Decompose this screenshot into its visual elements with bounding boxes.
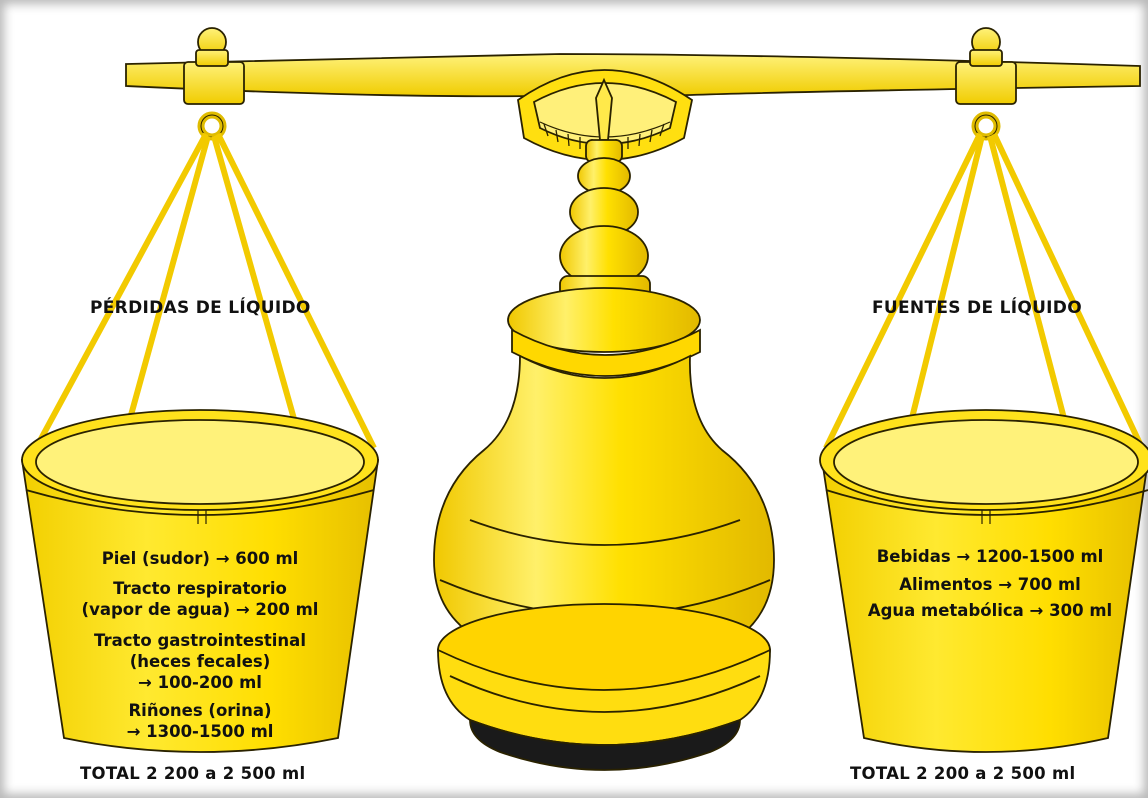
left-bucket	[20, 409, 380, 753]
losses-item-skin-line-1: Piel (sudor) → 600 ml	[101, 549, 299, 568]
sources-total: TOTAL 2 200 a 2 500 ml	[850, 764, 1076, 783]
right-hanger	[823, 111, 1145, 450]
sources-item-food-line-1: Alimentos → 700 ml	[899, 575, 1081, 594]
right-bucket	[819, 409, 1148, 753]
losses-item-kidneys-line-1: Riñones (orina)	[128, 701, 272, 720]
losses-heading: PÉRDIDAS DE LÍQUIDO	[90, 298, 311, 318]
sources-item-metabolic-water: Agua metabólica → 300 ml	[830, 600, 1148, 621]
sources-heading: FUENTES DE LÍQUIDO	[872, 298, 1082, 318]
dial	[517, 69, 694, 161]
losses-item-skin: Piel (sudor) → 600 ml	[50, 548, 350, 569]
losses-item-gastrointestinal-line-2: (heces fecales)	[129, 652, 271, 671]
sources-item-metabolic-water-line-1: Agua metabólica → 300 ml	[867, 601, 1113, 620]
losses-item-respiratory: Tracto respiratorio (vapor de agua) → 20…	[50, 578, 350, 620]
losses-item-kidneys-line-2: → 1300-1500 ml	[126, 722, 274, 741]
losses-item-respiratory-line-2: (vapor de agua) → 200 ml	[81, 600, 319, 619]
losses-item-kidneys: Riñones (orina) → 1300-1500 ml	[50, 700, 350, 742]
sources-item-drinks-line-1: Bebidas → 1200-1500 ml	[876, 547, 1104, 566]
losses-item-respiratory-line-1: Tracto respiratorio	[113, 579, 287, 598]
left-hanger	[33, 111, 377, 450]
sources-item-food: Alimentos → 700 ml	[830, 574, 1148, 595]
losses-item-gastrointestinal-line-3: → 100-200 ml	[138, 673, 262, 692]
column	[507, 139, 701, 377]
losses-item-gastrointestinal: Tracto gastrointestinal (heces fecales) …	[50, 630, 350, 693]
losses-total: TOTAL 2 200 a 2 500 ml	[80, 764, 306, 783]
sources-item-drinks: Bebidas → 1200-1500 ml	[830, 546, 1148, 567]
base-body	[433, 354, 775, 771]
losses-item-gastrointestinal-line-1: Tracto gastrointestinal	[94, 631, 306, 650]
